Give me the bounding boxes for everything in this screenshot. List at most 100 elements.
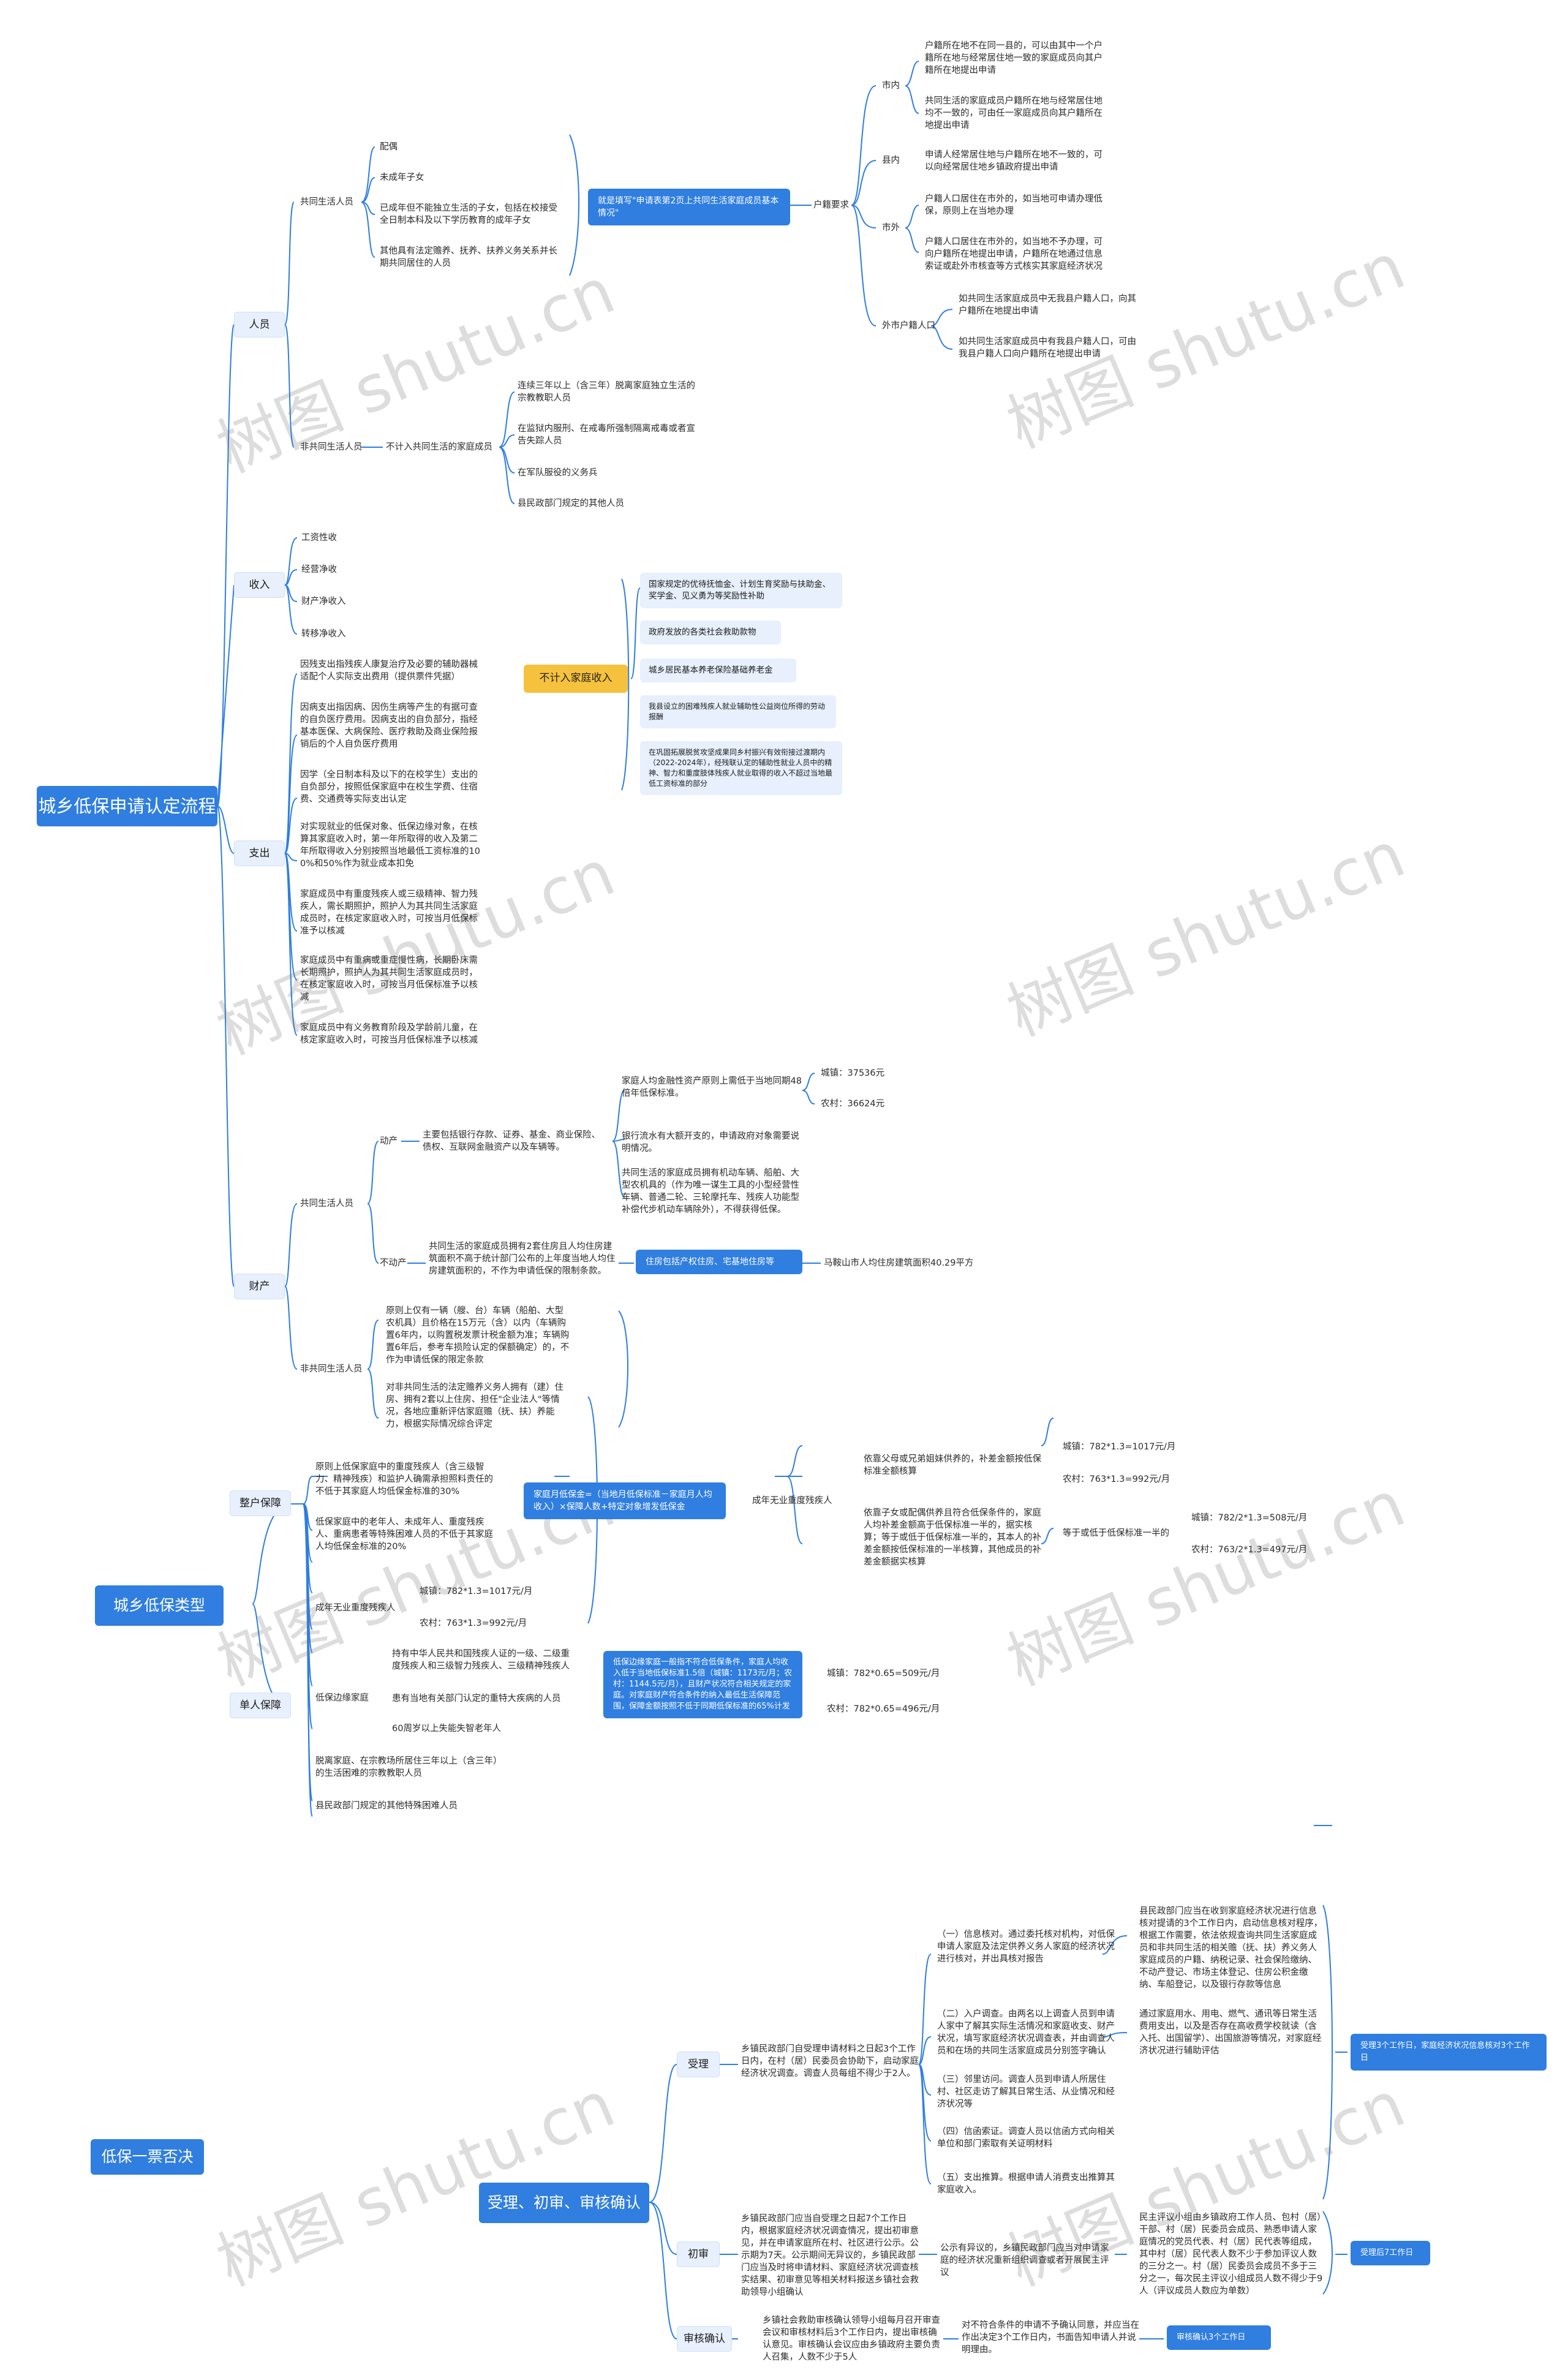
initial-time: 受理后7工作日 [1351,2241,1430,2265]
publicity-note: 公示有异议的，乡镇民政部门应当对申请家庭的经济状况重新组织调查或者开展民主评议 [940,2243,1109,2278]
co-item: 其他具有法定赡养、抚养、扶养义务关系并长期共同居住的人员 [380,246,557,268]
county-label: 县内 [882,156,900,165]
housing-value: 马鞍山市人均住房建筑面积40.29平方 [824,1258,974,1268]
check-note: 县民政部门应当在收到家庭经济状况进行信息核对提请的3个工作日内，启动信息核对程序… [1139,1906,1323,1990]
family-formula-box: 家庭月低保金=（当地月低保标准－家庭月人均收入）×保障人数+特定对象增发低保金 [524,1482,726,1519]
step-accept[interactable]: 受理 [677,2052,720,2077]
accept-item: （三）邻里访问。调查人员到申请人所居住村、社区走访了解其日常生活、从业情况和经济… [937,2075,1115,2109]
half-std-label: 等于或低于低保标准一半的 [1063,1528,1169,1538]
city2-label: 市外 [882,223,900,233]
city-item: 户籍所在地不在同一县的，可以由其中一个户籍所在地与经常居住地一致的家庭成员向其户… [925,41,1102,75]
movable-note: 主要包括银行存款、证券、基金、商业保险、债权、互联网金融资产以及车辆等。 [423,1130,600,1152]
rural-c: 农村：763*1.3=992元/月 [420,1618,527,1628]
rural-d: 农村：782*0.65=496元/月 [827,1704,940,1714]
immovable-label: 不动产 [380,1258,407,1268]
accept-item: （二）入户调查。由两名以上调查人员到申请人家中了解其实际生活情况和家庭收支、财产… [937,2009,1115,2056]
root-veto[interactable]: 低保一票否决 [91,2139,204,2175]
reject-note: 对不符合条件的申请不予确认同意，并应当在作出决定3个工作日内，书面告知申请人并说… [962,2320,1139,2355]
movable-item: 家庭人均金融性资产原则上需低于当地同期48倍年低保标准。 [622,1076,802,1098]
expense-item: 对实现就业的低保对象、低保边缘对象，在核算其家庭收入时，第一年所取得的收入及第二… [300,822,480,869]
outside-item: 如共同生活家庭成员中无我县户籍人口，向其户籍所在地提出申请 [959,294,1136,316]
monk-item: 脱离家庭、在宗教场所居住三年以上（含三年）的生活困难的宗教教职人员 [315,1756,498,1778]
edge-item: 持有中华人民共和国残疾人证的一级、二级重度残疾人和三级智力残疾人、三级精神残疾人 [392,1649,570,1671]
co-living-label: 共同生活人员 [300,197,353,207]
co-item: 配偶 [380,142,398,152]
county-item: 申请人经常居住地与户籍所在地不一致的，可以向经常居住地乡镇政府提出申请 [925,150,1102,172]
urban-c: 城镇：782*1.3=1017元/月 [420,1587,533,1596]
assets-non-co: 非共同生活人员 [300,1364,363,1374]
accept-time: 受理3个工作日，家庭经济状况信息核对3个工作日 [1351,2034,1547,2071]
confirm-time: 审核确认3个工作日 [1167,2325,1271,2350]
category-assets[interactable]: 财产 [234,1274,285,1299]
accept-note: 乡镇民政部门自受理申请材料之日起3个工作日内，在村（居）民委员会协助下，启动家庭… [741,2044,919,2079]
confirm-note: 乡镇社会救助审核确认领导小组每月召开审查会议和审核材料后3个工作日内，提出审核确… [763,2316,940,2362]
non-co-label: 非共同生活人员 [300,442,363,452]
democracy-note: 民主评议小组由乡镇政府工作人员、包村（居）干部、村（居）民委员会成员、熟悉申请人… [1139,2213,1323,2296]
category-people[interactable]: 人员 [234,312,285,338]
city-item: 共同生活的家庭成员户籍所在地与经常居住地均不一致的，可由任一家庭成员向其户籍所在… [925,96,1102,130]
income-item: 转移净收入 [301,629,346,639]
outside-label: 外市户籍人口 [882,321,935,331]
non-co-item: 连续三年以上（含三年）脱离家庭独立生活的宗教教职人员 [518,381,695,403]
edge-note: 低保边缘家庭一般指不符合低保条件，家庭人均收入低于当地低保标准1.5倍（城镇：1… [603,1651,802,1718]
exclude-item: 国家规定的优待抚恤金、计划生育奖励与扶助金、奖学金、见义勇为等奖励性补助 [640,573,842,608]
income-item: 经营净收 [301,565,337,575]
outside-item: 如共同生活家庭成员中有我县户籍人口，可由我县户籍人口向户籍所在地提出申请 [959,337,1136,359]
watermark: 树图 shutu.cn [997,1466,1415,1701]
household-note: 就是填写"申请表第2页上共同生活家庭成员基本情况" [588,189,790,225]
housing-note: 住房包括产权住房、宅基地住房等 [636,1250,802,1274]
step-initial[interactable]: 初审 [677,2241,720,2267]
root-types[interactable]: 城乡低保类型 [95,1585,224,1626]
category-single-coverage[interactable]: 单人保障 [230,1693,291,1718]
step-confirm[interactable]: 审核确认 [677,2326,732,2352]
expense-item: 家庭成员中有重度残疾人或三级精神、智力残疾人，需长期照护，照护人为其共同生活家庭… [300,889,478,936]
category-expense[interactable]: 支出 [234,840,285,866]
immovable-note: 共同生活的家庭成员拥有2套住房且人均住房建筑面积不高于统计部门公布的上年度当地人… [429,1242,616,1276]
accept-item: （五）支出推算。根据申请人消费支出推算其家庭收入。 [937,2173,1115,2195]
assets-non-co-item: 原则上仅有一辆（艘、台）车辆（船舶、大型农机具）且价格在15万元（含）以内（车辆… [386,1306,570,1365]
movable-item: 银行流水有大额开支的，申请政府对象需要说明情况。 [622,1131,799,1154]
spend-note: 通过家庭用水、用电、燃气、通讯等日常生活费用支出，以及是否存在高收费学校就读（含… [1139,2009,1322,2056]
watermark: 树图 shutu.cn [997,817,1415,1051]
accept-item: （四）信函索证。调查人员以信函方式向相关单位和部门索取有关证明材料 [937,2127,1115,2149]
full-item: 低保家庭中的老年人、未成年人、重度残疾人、重病患者等特殊困难人员的不低于其家庭人… [315,1517,493,1552]
edge-item: 患有当地有关部门认定的重特大疾病的人员 [392,1694,561,1704]
household-req-label: 户籍要求 [813,200,849,210]
full-item: 原则上低保家庭中的重度残疾人（含三级智力、精神残疾）和监护人确需承担照料责任的不… [315,1462,493,1497]
co-item: 未成年子女 [380,173,424,183]
non-co-item: 在监狱内服刑、在戒毒所强制隔离戒毒或者宣告失踪人员 [518,424,695,446]
expense-item: 因病支出指因病、因伤生病等产生的有据可查的自负医疗费用。因病支出的自负部分，指经… [300,703,478,749]
edge-label: 低保边缘家庭 [315,1693,369,1703]
adult-disabled-label: 成年无业重度残疾人 [752,1496,832,1506]
non-co-item: 县民政部门规定的其他人员 [518,499,624,508]
accept-item: （一）信息核对。通过委托核对机构，对低保申请人家庭及法定供养义务人家庭的经济状况… [937,1930,1115,1964]
urban-d: 城镇：782*0.65=509元/月 [827,1669,940,1678]
income-item: 工资性收 [301,533,337,543]
exclude-item: 政府发放的各类社会救助款物 [640,621,781,644]
city-label: 市内 [882,81,900,91]
category-income[interactable]: 收入 [234,572,285,598]
city2-item: 户籍人口居住在市外的，如当地可申请办理低保，原则上在当地办理 [925,194,1102,216]
expense-item: 家庭成员中有义务教育阶段及学龄前儿童，在核定家庭收入时，可按当月低保标准予以核减 [300,1023,478,1045]
city2-item: 户籍人口居住在市外的，如当地不予办理，可向户籍所在地提出申请，户籍所在地通过信息… [925,237,1102,271]
exclude-item: 城乡居民基本养老保险基础养老金 [640,659,796,682]
initial-note: 乡镇民政部门应当自受理之日起7个工作日内，根据家庭经济状况调查情况，提出初审意见… [741,2214,919,2297]
expense-item: 因残支出指残疾人康复治疗及必要的辅助器械适配个人实际支出费用（提供票件凭据） [300,660,478,682]
urban-a: 城镇：782*1.3=1017元/月 [1063,1442,1176,1452]
non-co-note: 不计入共同生活的家庭成员 [386,442,492,452]
root-review[interactable]: 受理、初审、审核确认 [479,2183,649,2223]
urban-b: 城镇：782/2*1.3=508元/月 [1191,1513,1308,1523]
edge-item: 60周岁以上失能失智老年人 [392,1724,501,1734]
urban-value: 城镇：37536元 [821,1068,885,1078]
expense-item: 因学（全日制本科及以下的在校学生）支出的自负部分，按照低保家庭中在校生学费、住宿… [300,770,478,804]
rural-b: 农村：763/2*1.3=497元/月 [1191,1545,1308,1555]
root-process[interactable]: 城乡低保申请认定流程 [37,786,217,826]
other-item: 县民政部门规定的其他特殊困难人员 [315,1801,458,1811]
movable-item: 共同生活的家庭成员拥有机动车辆、船舶、大型农机具的（作为唯一谋生工具的小型经营性… [622,1168,799,1215]
income-item: 财产净收入 [301,597,346,606]
exclude-item: 我县设立的困难残疾人就业辅助性公益岗位所得的劳动报酬 [640,695,836,728]
co-item: 已成年但不能独立生活的子女，包括在校接受全日制本科及以下学历教育的成年子女 [380,203,557,225]
category-full-coverage[interactable]: 整户保障 [230,1490,291,1516]
exclude-item: 在巩固拓展脱贫攻坚成果同乡村振兴有效衔接过渡期内（2022-2024年），经残联… [640,741,842,795]
expense-item: 家庭成员中有重病或重症慢性病，长期卧床需长期照护，照护人为其共同生活家庭成员时，… [300,956,478,1002]
